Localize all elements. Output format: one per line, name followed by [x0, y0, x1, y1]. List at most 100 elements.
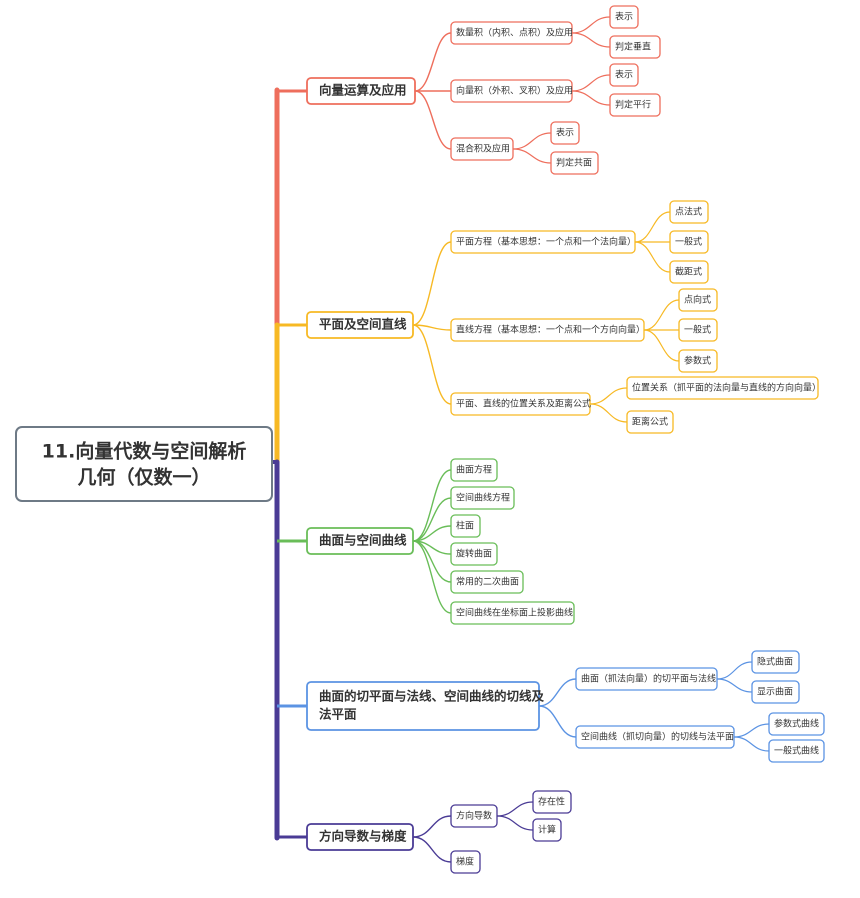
connector-line	[643, 329, 680, 362]
sub-node-label: 数量积（内积、点积）及应用	[456, 27, 573, 39]
sub-node-label: 旋转曲面	[456, 548, 492, 560]
connector-line	[414, 90, 452, 150]
connector-line	[512, 132, 552, 150]
connector-line	[571, 90, 611, 106]
connector-line	[589, 403, 628, 423]
leaf-node	[669, 230, 709, 254]
leaf-node	[669, 200, 709, 224]
connector-line	[496, 801, 534, 817]
sub-node	[450, 601, 575, 625]
connector-line	[412, 324, 452, 405]
root-title-line1: 11.向量代数与空间解析	[42, 440, 247, 463]
sub-node-label: 方向导数	[456, 810, 492, 822]
leaf-node-label: 截距式	[675, 266, 702, 278]
leaf-node-label: 计算	[538, 824, 556, 836]
leaf-node-label: 参数式	[684, 355, 711, 367]
sub-node	[450, 850, 481, 874]
connector-line	[733, 736, 770, 752]
leaf-node	[550, 121, 580, 145]
leaf-node-label: 表示	[615, 11, 633, 23]
connector-line	[571, 16, 611, 34]
branch-label-surface: 曲面与空间曲线	[319, 533, 407, 548]
connector-line	[634, 241, 671, 273]
leaf-node	[609, 35, 661, 59]
sub-node-label: 曲面（抓法向量）的切平面与法线	[581, 673, 716, 685]
sub-node	[450, 486, 515, 510]
sub-node-label: 柱面	[456, 520, 474, 532]
leaf-node	[609, 5, 639, 29]
leaf-node	[669, 260, 709, 284]
leaf-node-label: 点向式	[684, 294, 711, 306]
sub-node-label: 向量积（外积、叉积）及应用	[456, 85, 573, 97]
connector-line	[412, 540, 452, 614]
connector-line	[733, 723, 770, 738]
sub-node-label: 空间曲线在坐标面上投影曲线	[456, 607, 573, 619]
branch-label-tangent-line2: 法平面	[319, 707, 357, 722]
connector-line	[571, 74, 611, 92]
leaf-node	[626, 376, 819, 400]
branch-label-vector: 向量运算及应用	[319, 83, 407, 98]
root-node	[15, 426, 273, 502]
connector-line	[412, 469, 452, 542]
leaf-node	[751, 650, 800, 674]
connector-line	[412, 836, 452, 863]
connector-line	[716, 678, 753, 693]
sub-node-label: 梯度	[456, 856, 474, 868]
leaf-node	[751, 680, 800, 704]
leaf-node	[768, 739, 825, 763]
leaf-node	[678, 349, 718, 373]
leaf-node-label: 位置关系（抓平面的法向量与直线的方向向量）	[632, 382, 821, 394]
leaf-node-label: 一般式	[684, 324, 711, 336]
leaf-node	[550, 151, 599, 175]
sub-node-label: 直线方程（基本思想：一个点和一个方向向量）	[456, 324, 645, 336]
root-title-line2: 几何（仅数一）	[77, 466, 210, 489]
leaf-node-label: 表示	[615, 69, 633, 81]
leaf-node-label: 判定垂直	[615, 41, 651, 53]
leaf-node	[768, 712, 825, 736]
branch-label-plane: 平面及空间直线	[319, 317, 407, 332]
sub-node-label: 混合积及应用	[456, 143, 510, 155]
connector-line	[412, 497, 452, 542]
sub-node	[450, 514, 481, 538]
connector-line	[414, 32, 452, 92]
connector-line	[496, 815, 534, 831]
sub-node-label: 平面、直线的位置关系及距离公式	[456, 398, 591, 410]
connector-line	[412, 815, 452, 838]
connector-line	[412, 241, 452, 326]
leaf-node-label: 隐式曲面	[757, 656, 793, 668]
sub-node-label: 空间曲线（抓切向量）的切线与法平面	[581, 731, 734, 743]
connector-line	[643, 299, 680, 331]
leaf-node	[609, 63, 639, 87]
leaf-node-label: 判定平行	[615, 99, 651, 111]
connector-line	[538, 678, 577, 707]
leaf-node	[626, 410, 674, 434]
sub-node	[450, 542, 498, 566]
sub-node-label: 曲面方程	[456, 464, 492, 476]
sub-node	[450, 570, 524, 594]
connector-line	[512, 148, 552, 164]
leaf-node-label: 表示	[556, 127, 574, 139]
leaf-node	[532, 790, 572, 814]
leaf-node	[678, 318, 718, 342]
connector-line	[589, 387, 628, 405]
connector-line	[634, 211, 671, 243]
sub-node-label: 平面方程（基本思想：一个点和一个法向量）	[456, 236, 636, 248]
leaf-node	[532, 818, 562, 842]
connector-line	[571, 32, 611, 48]
leaf-node-label: 一般式曲线	[774, 745, 819, 757]
leaf-node-label: 参数式曲线	[774, 718, 819, 730]
leaf-node	[609, 93, 661, 117]
leaf-node-label: 存在性	[538, 796, 565, 808]
branch-label-direction: 方向导数与梯度	[319, 829, 407, 844]
sub-node	[450, 458, 498, 482]
leaf-node-label: 距离公式	[632, 416, 668, 428]
leaf-node-label: 显示曲面	[757, 687, 793, 698]
sub-node-label: 常用的二次曲面	[456, 576, 519, 588]
connector-line	[716, 661, 753, 680]
connector-line	[412, 324, 452, 331]
connector-line	[538, 705, 577, 738]
sub-node-label: 空间曲线方程	[456, 492, 510, 504]
branch-label-tangent: 曲面的切平面与法线、空间曲线的切线及	[319, 689, 545, 704]
leaf-node-label: 判定共面	[556, 157, 592, 169]
